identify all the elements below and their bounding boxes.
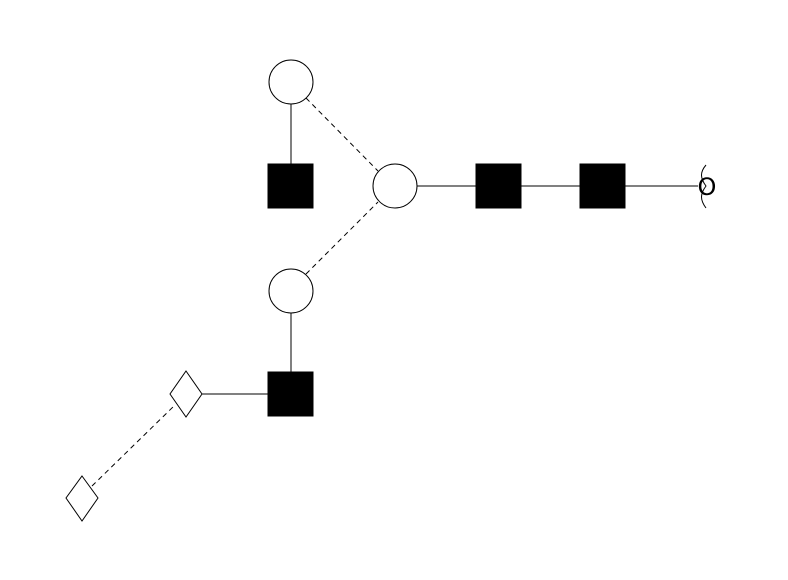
core-circle <box>372 163 418 209</box>
edge-lower-circle-to-core-circle <box>305 201 379 275</box>
lower-branch-square <box>267 371 314 417</box>
edges <box>91 97 698 487</box>
reducing-end-wavy-bracket <box>701 164 707 209</box>
lower-diamond-far <box>65 475 99 522</box>
reducing-end: O <box>698 164 717 209</box>
reducing-end-square <box>579 163 626 209</box>
edge-far-diamond-to-near-diamond <box>91 404 176 487</box>
edge-upper-circle-to-core-circle <box>305 97 379 172</box>
upper-branch-circle <box>268 59 314 105</box>
lower-branch-circle <box>268 268 314 314</box>
upper-branch-square <box>267 163 314 209</box>
reducing-end-label: O <box>698 173 717 201</box>
nodes <box>65 59 626 522</box>
lower-diamond-near <box>169 370 203 418</box>
second-square <box>475 163 522 209</box>
